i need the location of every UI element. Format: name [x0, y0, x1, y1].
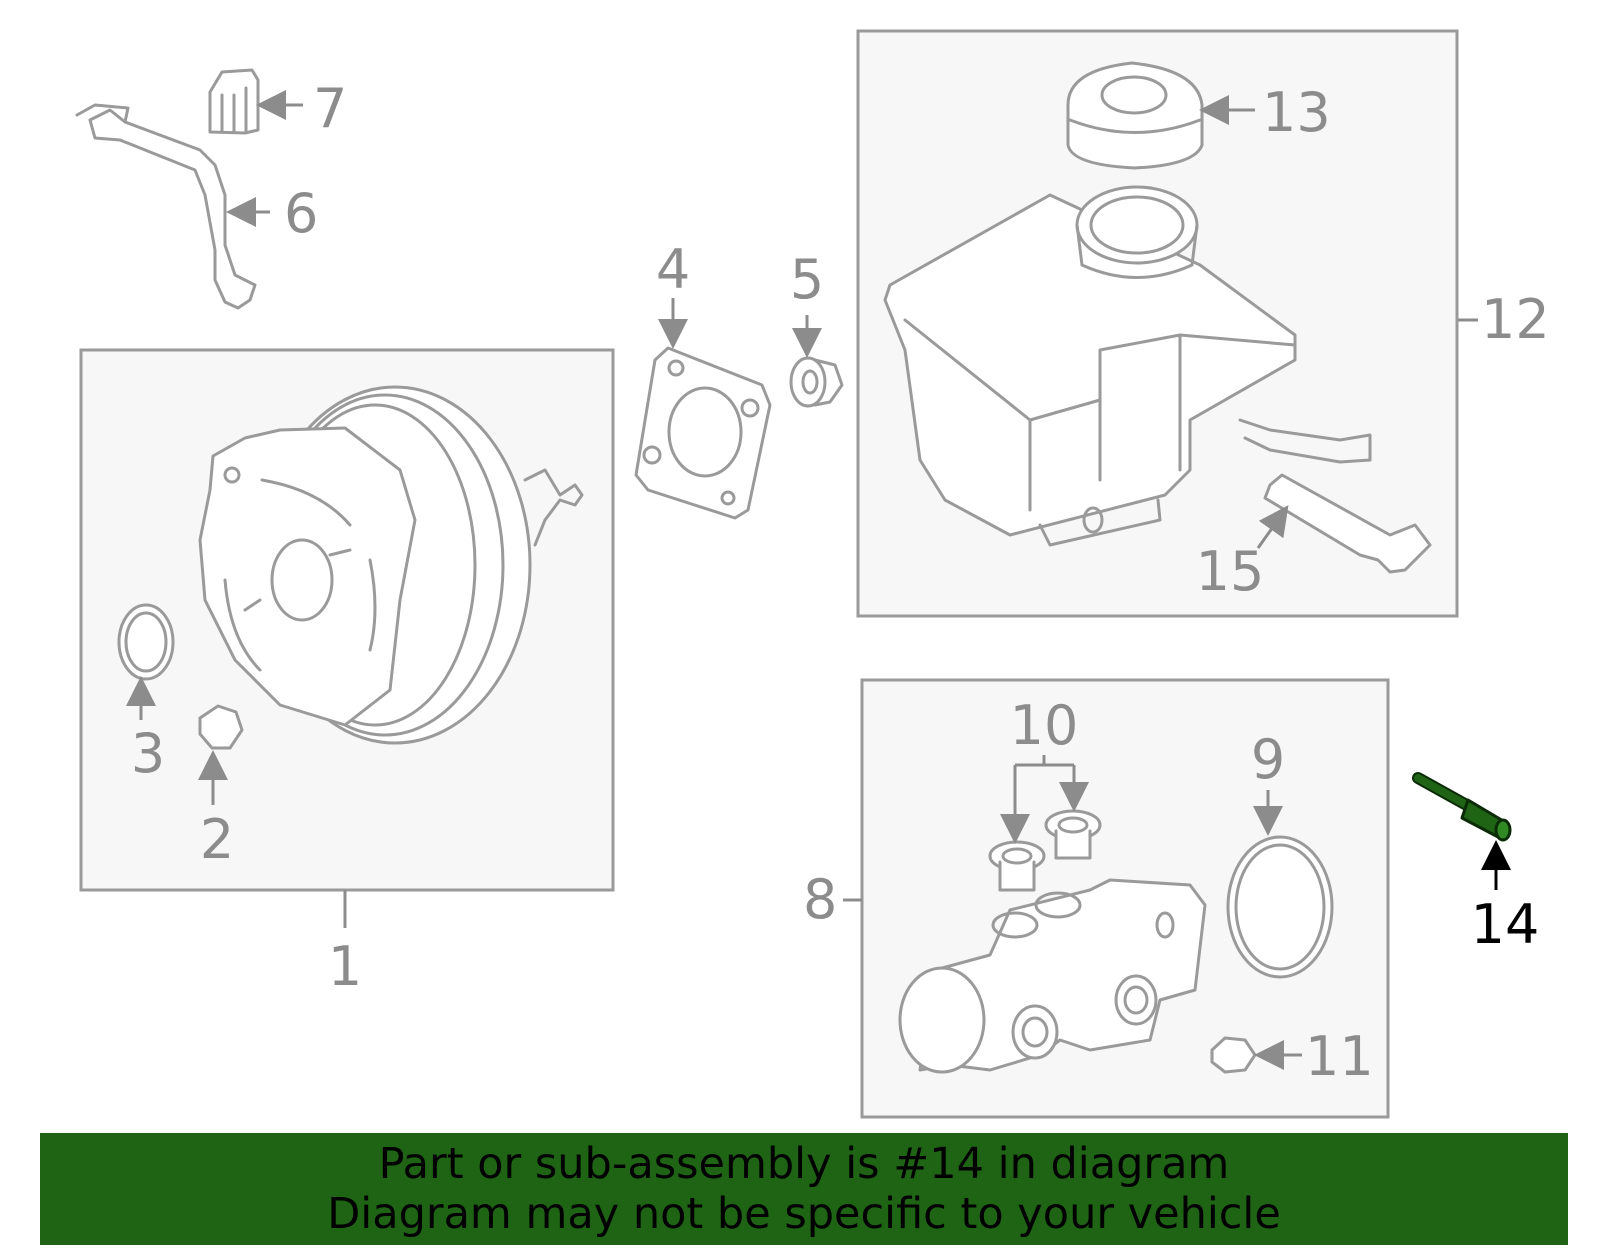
banner-line-2: Diagram may not be specific to your vehi… [327, 1189, 1281, 1239]
reservoir-cap-part[interactable] [1066, 61, 1255, 170]
booster-nut-part[interactable] [198, 704, 244, 805]
callout-2: 2 [200, 808, 234, 871]
callout-12: 12 [1481, 288, 1550, 351]
callout-4: 4 [656, 238, 690, 301]
brake-booster-part[interactable] [198, 385, 584, 745]
part-info-banner: Part or sub-assembly is #14 in diagram D… [40, 1133, 1568, 1245]
reservoir-grommet-part[interactable] [988, 755, 1102, 892]
master-cylinder-nut-part[interactable] [1210, 1036, 1302, 1074]
callout-3: 3 [131, 722, 165, 785]
vacuum-hose-part[interactable] [75, 103, 270, 310]
callout-7: 7 [313, 77, 347, 140]
callout-15: 15 [1196, 540, 1265, 603]
banner-line-1: Part or sub-assembly is #14 in diagram [378, 1139, 1230, 1189]
gasket-nut-part[interactable] [789, 315, 844, 408]
fluid-level-sensor-part[interactable] [1256, 473, 1432, 574]
callout-1: 1 [328, 935, 362, 998]
callout-10: 10 [1010, 694, 1079, 757]
callout-6: 6 [284, 182, 318, 245]
callout-11: 11 [1305, 1025, 1374, 1088]
bleeder-screw-part[interactable] [1412, 772, 1512, 890]
callout-13: 13 [1262, 81, 1331, 144]
booster-gasket-part[interactable] [634, 298, 772, 520]
callout-9: 9 [1251, 728, 1285, 791]
hose-clip-part[interactable] [208, 68, 303, 135]
master-cylinder-o-ring-part[interactable] [1226, 790, 1334, 979]
callout-5: 5 [790, 248, 824, 311]
callout-14: 14 [1471, 893, 1540, 956]
brake-fluid-reservoir-part[interactable] [883, 185, 1372, 547]
master-cylinder-part[interactable] [898, 878, 1207, 1074]
callout-8: 8 [803, 868, 837, 931]
booster-seal-part[interactable] [117, 603, 175, 720]
